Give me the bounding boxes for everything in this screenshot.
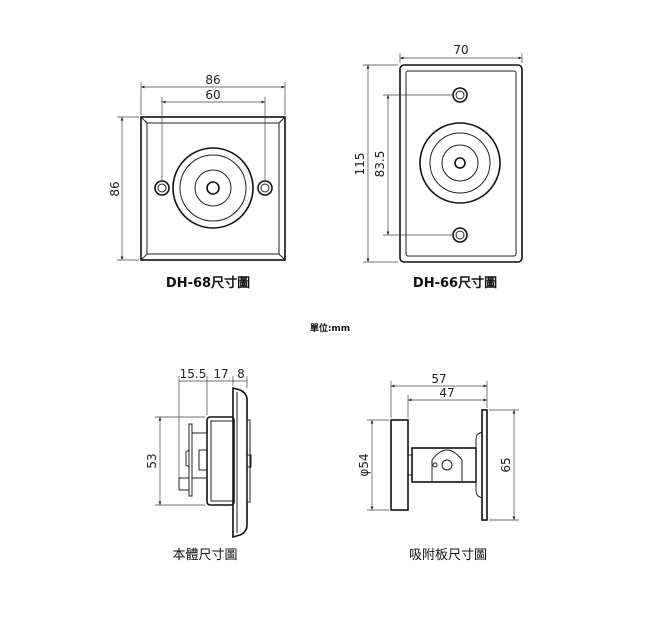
plate-caption: 吸附板尺寸圖: [409, 548, 487, 563]
dh68-caption: DH-68尺寸圖: [166, 275, 250, 291]
dh68-width-label: 86: [205, 73, 220, 87]
dh68-height-label: 86: [108, 181, 122, 196]
plate-bracket-depth-label: 47: [439, 386, 454, 400]
body-side-view: 15.5 17 8 53 本體尺寸圖: [145, 367, 252, 563]
plate-total-depth-label: 57: [431, 372, 446, 386]
dh66-height-label: 115: [353, 153, 367, 176]
body-dim-b-label: 17: [213, 367, 228, 381]
dh66-hole-spacing-label: 83.5: [373, 151, 387, 178]
mounting-hole: [154, 180, 170, 196]
body-height-label: 53: [145, 453, 159, 468]
body-dim-c-label: 8: [237, 367, 245, 381]
mounting-hole: [452, 227, 468, 243]
plate-height-label: 65: [499, 457, 513, 472]
dh66-caption: DH-66尺寸圖: [413, 275, 497, 291]
armature-plate-side-view: 57 47 φ54 65 吸附板尺寸圖: [357, 372, 519, 563]
dh68-hole-spacing-label: 60: [205, 88, 220, 102]
dh68-front-view: 86 60 86 DH-68尺寸圖: [108, 73, 286, 291]
dh66-front-view: 70 115 83.5 DH-66尺寸圖: [353, 43, 523, 291]
body-caption: 本體尺寸圖: [172, 548, 237, 563]
plate-diameter-label: φ54: [357, 453, 371, 476]
dh66-width-label: 70: [453, 43, 468, 57]
body-dim-a-label: 15.5: [180, 367, 207, 381]
unit-label: 單位:mm: [310, 322, 350, 334]
mounting-hole: [452, 87, 468, 103]
mounting-hole: [257, 180, 273, 196]
